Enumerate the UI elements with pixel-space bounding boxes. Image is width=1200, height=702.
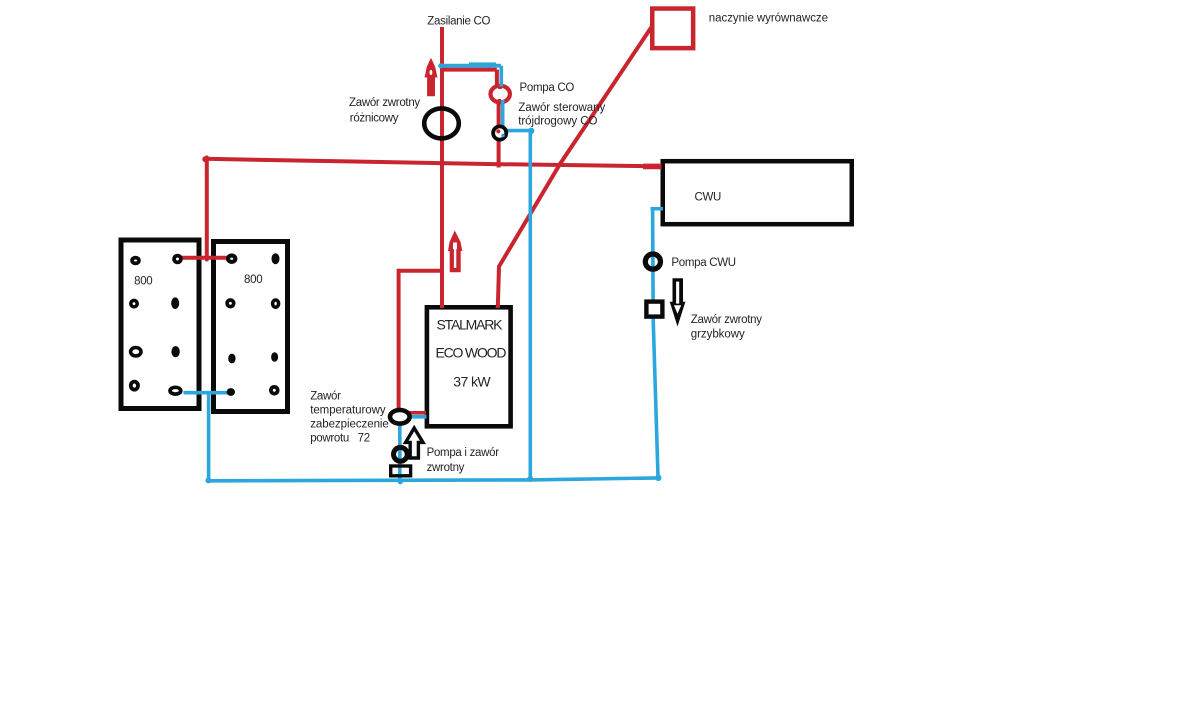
svg-text:grzybkowy: grzybkowy — [691, 329, 745, 341]
svg-text:temperaturowy: temperaturowy — [310, 405, 386, 417]
svg-text:37 kW: 37 kW — [453, 373, 491, 389]
svg-text:naczynie wyrównawcze: naczynie wyrównawcze — [709, 12, 828, 24]
svg-text:STALMARK: STALMARK — [437, 317, 504, 333]
svg-text:różnicowy: różnicowy — [350, 113, 399, 125]
svg-text:Pompa CO: Pompa CO — [520, 82, 575, 94]
svg-text:Zawór: Zawór — [310, 390, 341, 402]
svg-text:Zawór zwrotny: Zawór zwrotny — [691, 314, 762, 326]
svg-text:zwrotny: zwrotny — [427, 462, 465, 474]
svg-text:ECO WOOD: ECO WOOD — [436, 345, 507, 361]
svg-text:800: 800 — [134, 275, 152, 287]
svg-text:trójdrogowy CO: trójdrogowy CO — [518, 115, 597, 127]
svg-text:Zawór sterowany: Zawór sterowany — [518, 102, 605, 114]
svg-text:Pompa i zawór: Pompa i zawór — [427, 447, 500, 459]
svg-text:Zasilanie CO: Zasilanie CO — [427, 15, 490, 27]
svg-text:CWU: CWU — [695, 191, 722, 203]
svg-text:800: 800 — [244, 274, 262, 286]
svg-text:zabezpieczenie: zabezpieczenie — [310, 419, 389, 431]
svg-text:powrotu 72: powrotu 72 — [310, 433, 370, 445]
svg-text:Zawór zwrotny: Zawór zwrotny — [349, 97, 420, 109]
svg-text:Pompa CWU: Pompa CWU — [671, 257, 735, 269]
